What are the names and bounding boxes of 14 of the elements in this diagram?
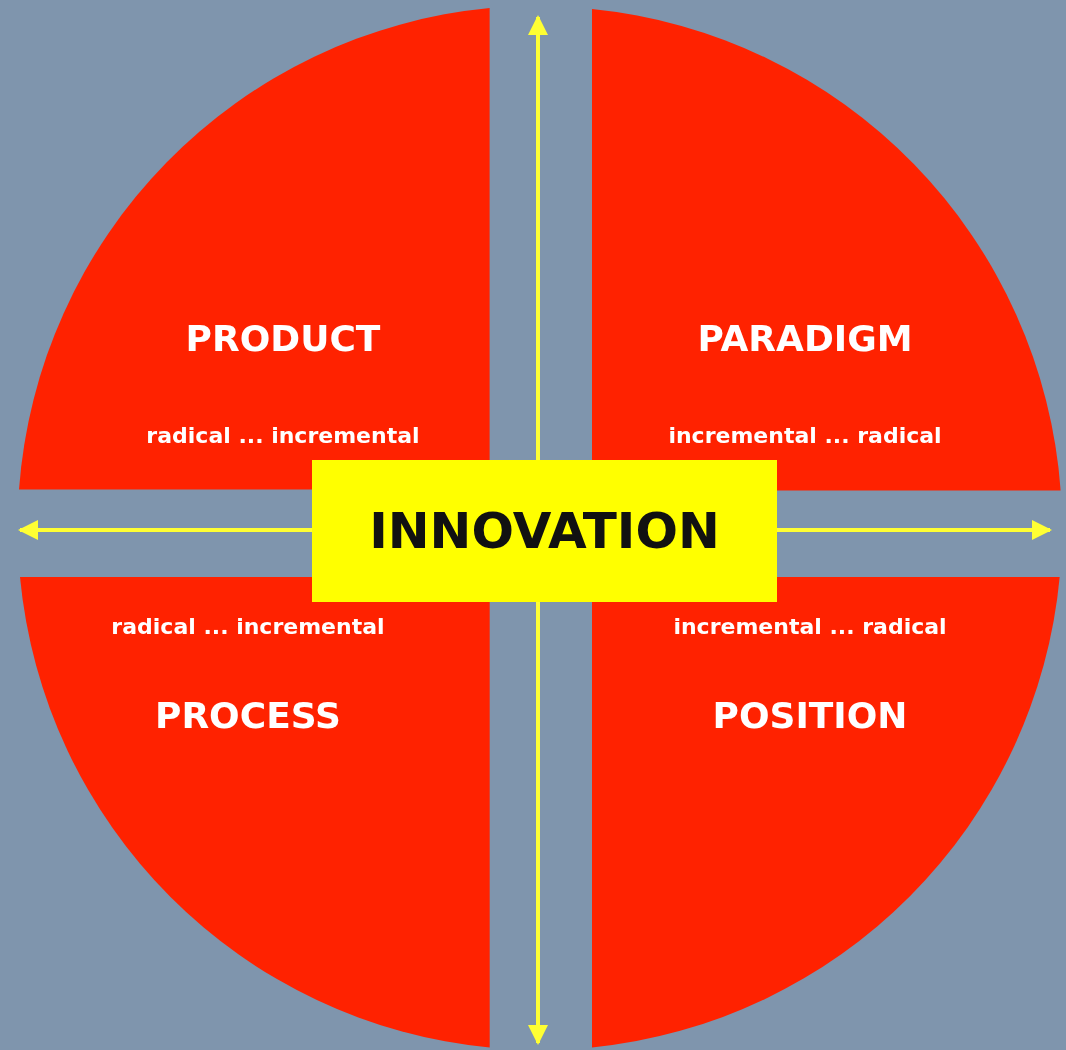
center-title: INNOVATION	[369, 502, 720, 560]
scale-text: incremental ... radical	[673, 614, 947, 639]
quadrant-segment	[592, 8, 1061, 490]
center-box	[312, 460, 777, 602]
scale-text: radical ... incremental	[111, 614, 385, 639]
scale-text: incremental ... radical	[668, 423, 942, 448]
quadrant-segment	[19, 8, 490, 490]
quadrant-title: PRODUCT	[185, 318, 381, 359]
quadrant-title: POSITION	[712, 695, 908, 736]
quadrant-segment	[592, 577, 1060, 1048]
scale-text: radical ... incremental	[146, 423, 420, 448]
quadrant-segment	[20, 577, 490, 1048]
quadrant-title: PROCESS	[155, 695, 341, 736]
quadrant-title: PARADIGM	[697, 318, 913, 359]
